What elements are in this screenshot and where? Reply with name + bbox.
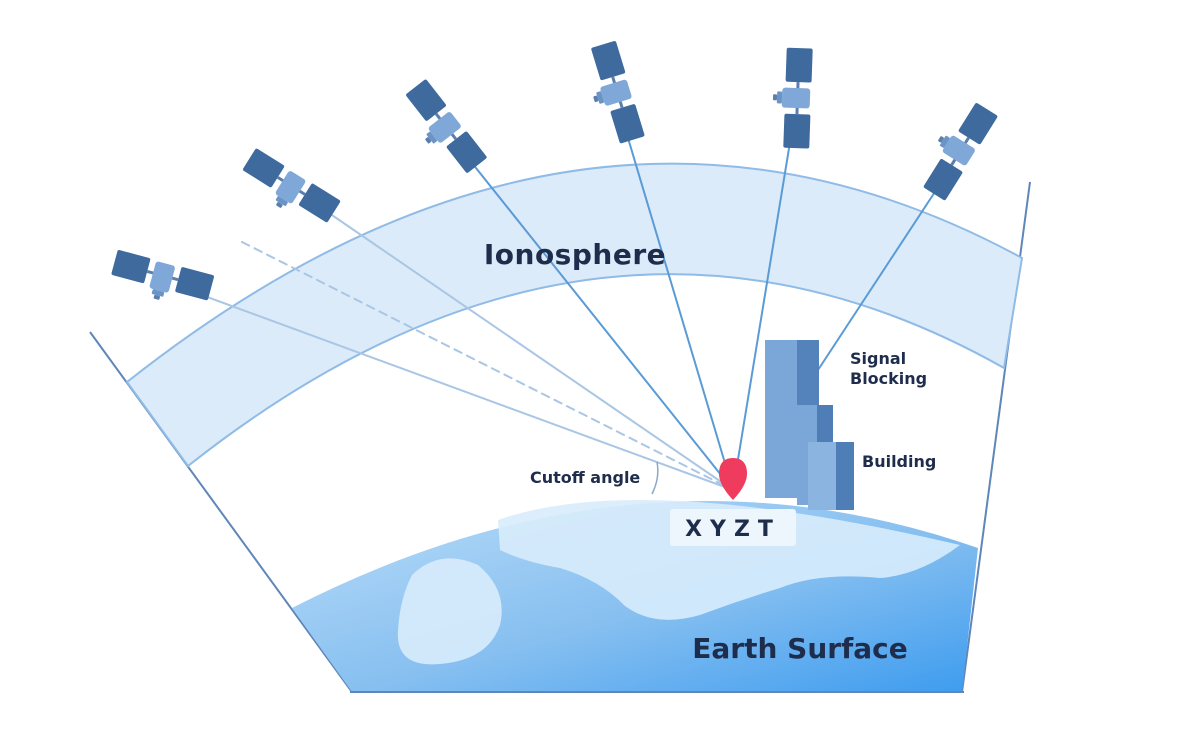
satellite-antenna-base [596,91,605,104]
building-low-front [808,442,836,510]
satellite-antenna-base [426,131,438,144]
building-low-side [836,442,854,510]
satellite-body [781,87,811,109]
signal-line-blocked [817,171,949,371]
signal-line-2 [309,199,734,491]
satellite-body [149,261,175,293]
building-tower-front [765,340,797,498]
ionosphere-label: Ionosphere [484,238,666,271]
satellite-antenna-base [151,289,165,297]
satellite-body [942,135,975,166]
satellite-body [275,171,306,204]
satellite-antenna [153,294,161,300]
satellite-icon [111,250,214,301]
building-label: Building [862,452,936,471]
satellite-antenna-base [275,196,288,207]
satellite-antenna-base [939,135,950,148]
satellite-body [600,79,632,106]
satellite-panel-left [243,148,285,188]
cutoff-angle-arc [651,461,659,495]
building-icon [765,340,854,510]
satellite-panel-right [175,267,214,301]
satellite-antenna [276,202,283,208]
cutoff-angle-label: Cutoff angle [530,468,640,487]
continent-main [498,500,960,620]
satellite-antenna [772,94,778,101]
satellite-antenna-base [776,91,783,104]
satellites [111,41,998,301]
earth-surface-label: Earth Surface [692,632,907,665]
signal-line-1 [179,286,734,491]
satellite-panel-right [923,159,963,201]
location-pin-icon [718,458,748,500]
satellite-panel-left [958,103,998,145]
earth [292,500,978,693]
signal-lines [179,117,949,491]
satellite-panel-left [111,250,151,284]
receiver-code: XYZT [685,517,781,542]
signal-line-5 [732,123,794,491]
satellite-icon [923,103,998,201]
receiver-code-box: XYZT [670,509,796,546]
satellite-antenna [593,95,599,103]
ionosphere-band [125,162,1024,468]
signal-line-3 [459,147,734,491]
satellite-antenna [425,137,432,144]
satellite-panel-right [610,104,645,144]
signal-blocking-label-line1: Signal [850,349,906,368]
satellite-panel-left [591,41,626,81]
satellite-icon [243,148,341,223]
satellite-antenna [938,136,944,143]
signal-line-dashed [241,241,734,491]
satellite-panel-right [783,113,811,149]
satellite-panel-left [785,47,813,83]
signal-blocking-label-line2: Blocking [850,369,927,388]
satellite-panel-left [406,79,446,121]
satellite-panel-right [446,131,487,173]
satellite-icon [772,47,813,149]
satellite-body [428,112,461,143]
satellite-icon [406,79,487,173]
satellite-icon [591,41,645,144]
satellite-panel-right [299,183,341,223]
signal-line-4 [621,117,734,491]
island [397,558,502,665]
